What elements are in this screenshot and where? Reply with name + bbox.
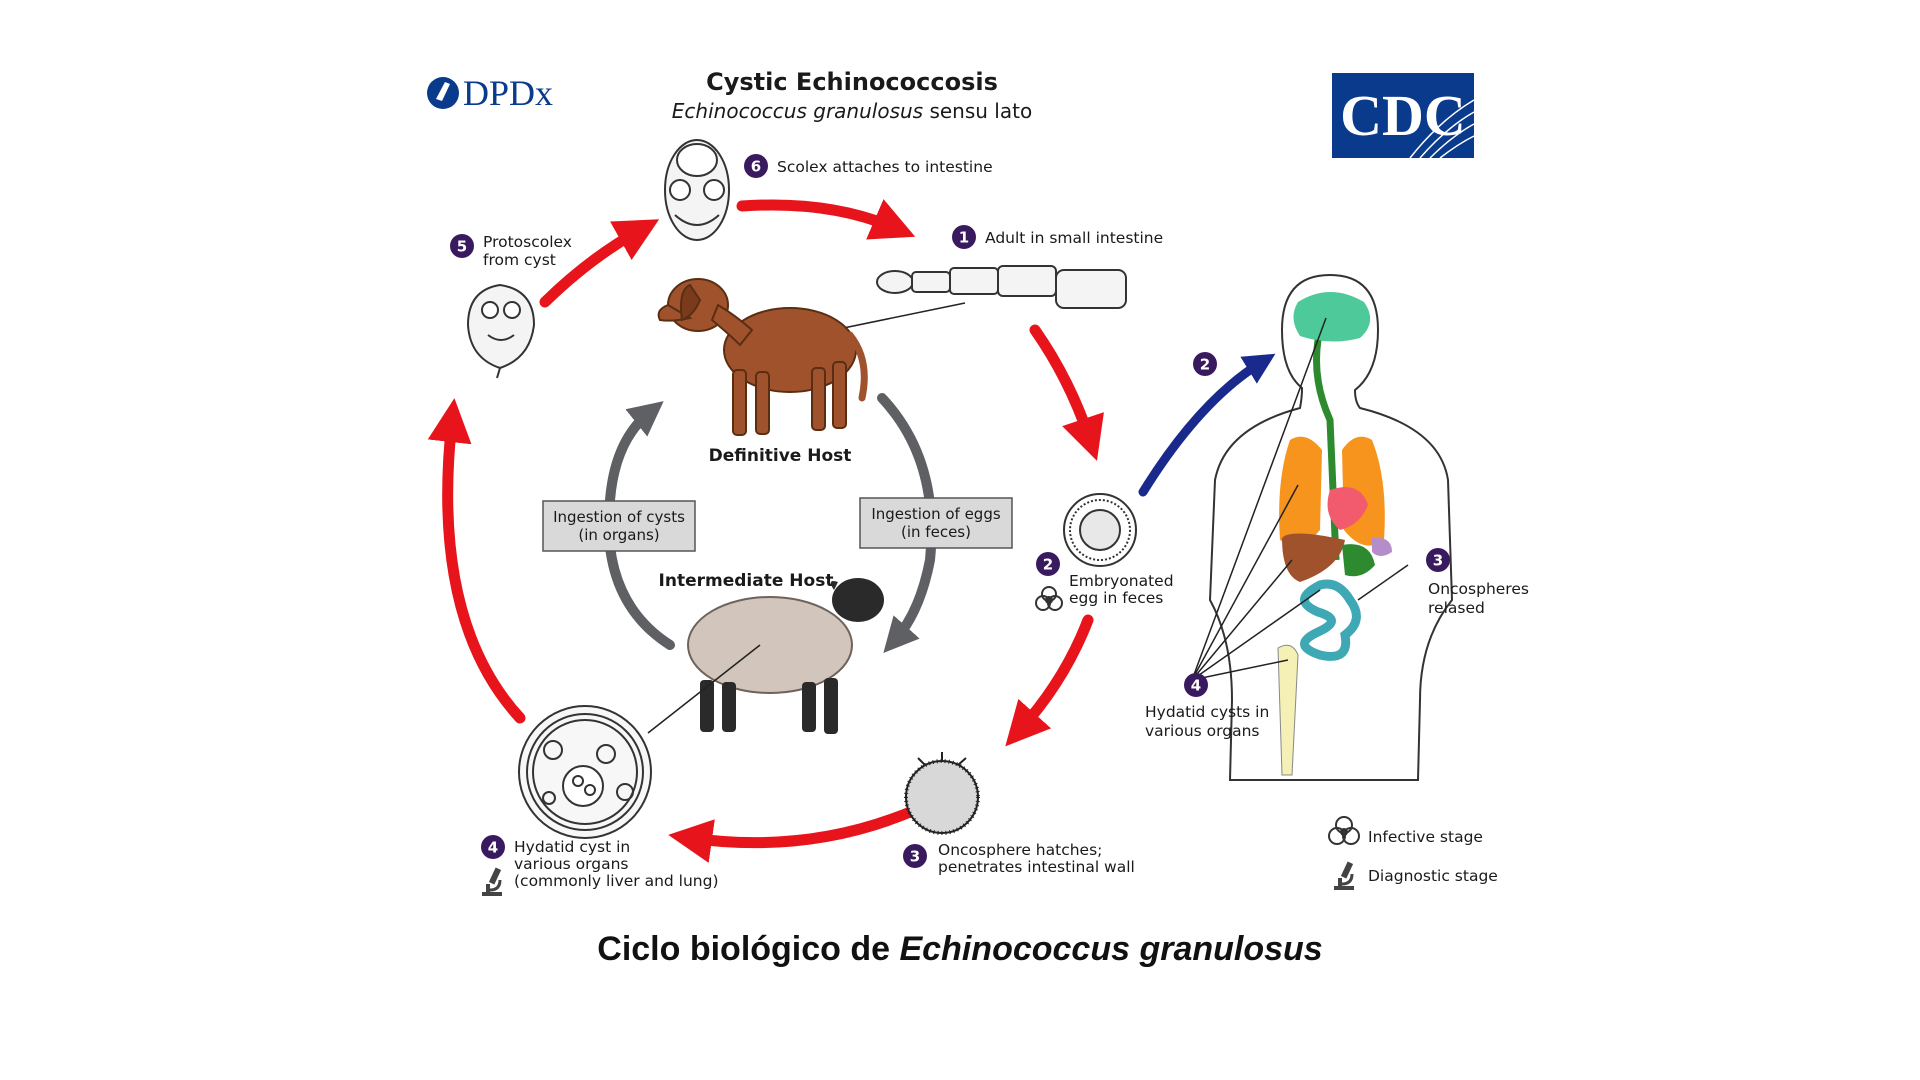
sheep-to-cyst-pointer: [647, 644, 761, 734]
definitive-host-label: Definitive Host: [709, 446, 852, 466]
microscope-icon: [482, 867, 502, 896]
stage-3-badge: 3: [903, 844, 927, 868]
stage-1-label: Adult in small intestine: [985, 229, 1163, 247]
svg-text:1: 1: [959, 229, 969, 247]
stage-4-label-line3: (commonly liver and lung): [514, 872, 719, 890]
hydatid-cyst-illustration: [518, 705, 652, 839]
human-figure: [1208, 273, 1454, 781]
arrow-3-to-4: [668, 804, 921, 863]
ingestion-eggs-box: Ingestion of eggs (in feces): [859, 497, 1013, 549]
stage-5-label-line2: from cyst: [483, 251, 556, 269]
arrow-1-to-2: [1029, 324, 1104, 461]
arrow-2-to-3: [1005, 614, 1094, 747]
stomach: [1342, 544, 1375, 577]
oncosphere-illustration: [904, 752, 980, 835]
brain: [1293, 292, 1371, 342]
arrow-to-human: [1138, 353, 1276, 497]
figure-caption: Ciclo biológico de Echinococcus granulos…: [0, 930, 1920, 969]
ingestion-cysts-box: Ingestion of cysts (in organs): [542, 500, 696, 552]
human-stage-2-badge: 2: [1193, 352, 1217, 376]
esophagus: [1313, 339, 1340, 561]
cdc-logo-text: CDC: [1340, 83, 1466, 148]
biohazard-icon: [1035, 586, 1063, 611]
stage-4-label-line2: various organs: [514, 855, 628, 873]
arrow-5-to-6: [539, 219, 660, 308]
intestine: [1300, 579, 1361, 661]
legend-diagnostic-label: Diagnostic stage: [1368, 867, 1498, 885]
caption-species: Echinococcus granulosus: [899, 930, 1323, 968]
intermediate-host-label: Intermediate Host: [659, 571, 834, 591]
arrow-4-to-5: [427, 398, 526, 724]
dpdx-logo: DPDx: [427, 73, 553, 113]
svg-text:5: 5: [457, 238, 467, 256]
stage-4-label-line1: Hydatid cyst in: [514, 838, 630, 856]
human-stage-3-badge: 3: [1426, 548, 1450, 572]
protoscolex-illustration: [466, 283, 536, 379]
spleen: [1372, 537, 1392, 556]
ingestion-cysts-line2: (in organs): [578, 526, 659, 544]
dpdx-logo-text: DPDx: [463, 73, 553, 113]
human-stage-3-label-line1: Oncospheres: [1428, 580, 1529, 598]
stage-1-badge: 1: [952, 225, 976, 249]
legend-biohazard-icon: [1328, 816, 1360, 845]
femur-bone: [1277, 644, 1299, 776]
stage-5-badge: 5: [450, 234, 474, 258]
svg-text:3: 3: [1433, 552, 1443, 570]
stage-2-label-line1: Embryonated: [1069, 572, 1174, 590]
stage-2-label-line2: egg in feces: [1069, 589, 1163, 607]
svg-text:2: 2: [1043, 556, 1053, 574]
ingestion-cysts-line1: Ingestion of cysts: [553, 508, 685, 526]
cdc-logo: CDC: [1332, 73, 1475, 159]
liver: [1282, 533, 1345, 582]
legend-infective-label: Infective stage: [1368, 828, 1483, 846]
stage-5-label-line1: Protoscolex: [483, 233, 572, 251]
svg-text:4: 4: [1191, 677, 1201, 695]
arrow-6-to-1: [736, 199, 916, 240]
adult-worm-illustration: [876, 265, 1127, 309]
stage-4-badge: 4: [481, 835, 505, 859]
stage-3-label-line2: penetrates intestinal wall: [938, 858, 1135, 876]
human-stage-4-label-line2: various organs: [1145, 722, 1259, 740]
svg-text:6: 6: [751, 158, 761, 176]
heart: [1327, 487, 1368, 530]
svg-text:4: 4: [488, 839, 498, 857]
cycle-arrows: [427, 199, 1104, 863]
sheep-illustration: [687, 578, 884, 734]
ingestion-eggs-line2: (in feces): [901, 523, 971, 541]
lungs-left: [1279, 436, 1322, 546]
caption-prefix: Ciclo biológico de: [597, 930, 900, 968]
diagram-subtitle: Echinococcus granulosus sensu lato: [672, 99, 1032, 123]
scolex-illustration: [664, 139, 730, 241]
diagram-title: Cystic Echinococcosis: [706, 68, 998, 96]
dog-illustration: [657, 278, 868, 436]
human-stage-4-badge: 4: [1184, 673, 1208, 697]
human-stage-4-label-line1: Hydatid cysts in: [1145, 703, 1269, 721]
svg-text:3: 3: [910, 848, 920, 866]
stage-3-label-line1: Oncosphere hatches;: [938, 841, 1102, 859]
stage-2-badge: 2: [1036, 552, 1060, 576]
svg-text:2: 2: [1200, 356, 1210, 374]
ingestion-eggs-line1: Ingestion of eggs: [871, 505, 1000, 523]
egg-illustration: [1063, 493, 1137, 567]
legend-microscope-icon: [1334, 861, 1354, 890]
stage-6-badge: 6: [744, 154, 768, 178]
stage-6-label: Scolex attaches to intestine: [777, 158, 993, 176]
legend: Infective stage Diagnostic stage: [1328, 816, 1498, 890]
human-pointer-lines: [1191, 317, 1409, 681]
human-stage-3-label-line2: relased: [1428, 599, 1485, 617]
